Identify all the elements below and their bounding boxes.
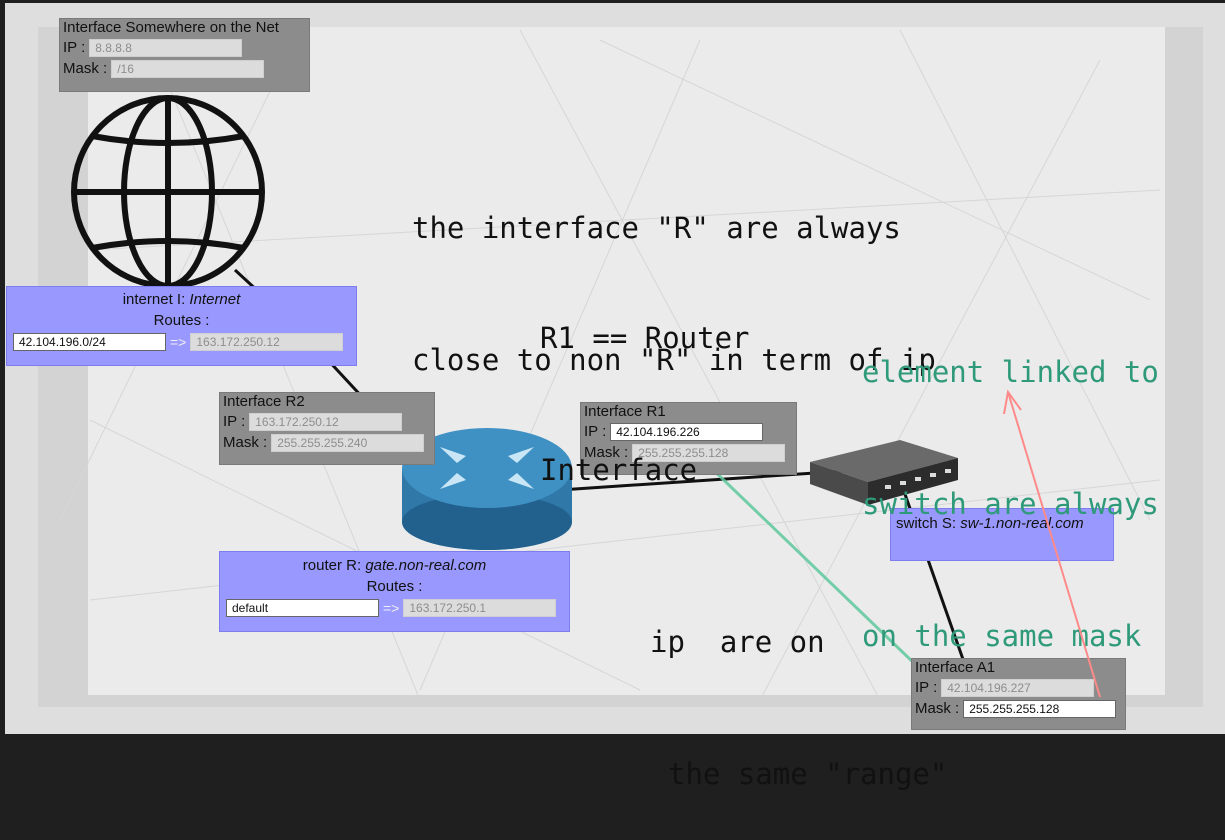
network-links: [71, 95, 967, 667]
r2-interface-box: Interface R2 IP :163.172.250.12 Mask :25…: [219, 392, 435, 465]
router-route-arrow: =>: [383, 600, 400, 616]
red-arrow: [1003, 389, 1101, 698]
switch-mask-note-line1: element linked to: [862, 355, 1159, 389]
r2-interface-title: Interface R2: [223, 393, 305, 410]
internet-node-box: internet I: Internet Routes : 42.104.196…: [6, 286, 357, 366]
r2-mask-label: Mask :: [223, 434, 268, 451]
switch-title-name: sw-1.non-real.com: [960, 515, 1084, 532]
annotation-overlay: [1003, 389, 1101, 698]
router-title-prefix: router R:: [302, 557, 362, 574]
router-routes-label: Routes :: [366, 578, 423, 595]
switch-title-prefix: switch S:: [896, 515, 957, 532]
router-interface-note: R1 == Router Interface: [540, 228, 750, 536]
router-route-destination[interactable]: default: [226, 599, 379, 617]
a1-mask-field[interactable]: 255.255.255.128: [963, 699, 1117, 718]
r2-mask-field[interactable]: 255.255.255.240: [271, 433, 425, 452]
internet-routes-label: Routes :: [153, 312, 210, 329]
interface-ip-note: the interface "R" are always close to no…: [412, 118, 936, 426]
r1-interface-box: Interface R1 IP :42.104.196.226 Mask :25…: [580, 402, 797, 475]
r1-interface-title: Interface R1: [584, 403, 666, 420]
switch-icon: [810, 440, 958, 505]
net-interface-box: Interface Somewhere on the Net IP :8.8.8…: [59, 18, 310, 92]
net-ip-label: IP :: [63, 39, 86, 56]
router-node-box: router R: gate.non-real.com Routes : def…: [219, 551, 570, 632]
net-mask-label: Mask :: [63, 60, 108, 77]
interface-ip-note-line2: close to non "R" in term of ip: [412, 343, 936, 377]
net-interface-title: Interface Somewhere on the Net: [63, 19, 279, 36]
switch-mask-note: element linked to switch are always on t…: [862, 262, 1159, 702]
interface-ip-note-line1: the interface "R" are always: [412, 211, 901, 245]
router-interface-note-line2: Interface: [540, 453, 698, 487]
switch-node-box: switch S: sw-1.non-real.com: [890, 508, 1114, 561]
same-range-note-line2: the same "range": [668, 757, 948, 791]
router-title-name: gate.non-real.com: [365, 557, 487, 574]
router-interface-note-line1: R1 == Router: [540, 321, 750, 355]
switch-mask-note-line2: switch are always: [862, 487, 1159, 521]
net-mask-field[interactable]: /16: [111, 59, 265, 78]
switch-mask-note-line3: on the same mask: [862, 619, 1142, 653]
a1-interface-box: Interface A1 IP :42.104.196.227 Mask :25…: [911, 658, 1126, 730]
a1-mask-label: Mask :: [915, 700, 960, 717]
a1-ip-label: IP :: [915, 679, 938, 696]
r1-mask-field[interactable]: 255.255.255.128: [632, 443, 786, 462]
a1-ip-field[interactable]: 42.104.196.227: [941, 678, 1095, 697]
internet-route-destination[interactable]: 42.104.196.0/24: [13, 333, 166, 351]
same-range-note-line1: ip are on: [650, 625, 825, 659]
r1-ip-field[interactable]: 42.104.196.226: [610, 422, 764, 441]
router-route-gateway[interactable]: 163.172.250.1: [403, 599, 557, 617]
internet-title-prefix: internet I:: [122, 291, 186, 308]
r1-ip-label: IP :: [584, 423, 607, 440]
same-range-green-line: [703, 460, 918, 667]
r1-mask-label: Mask :: [584, 444, 629, 461]
r2-ip-label: IP :: [223, 413, 246, 430]
internet-title-name: Internet: [189, 291, 241, 308]
internet-route-gateway[interactable]: 163.172.250.12: [190, 333, 344, 351]
router-icon: [402, 428, 572, 550]
net-ip-field[interactable]: 8.8.8.8: [89, 38, 243, 57]
internet-route-arrow: =>: [170, 334, 187, 350]
globe-icon: [71, 95, 265, 289]
r2-ip-field[interactable]: 163.172.250.12: [249, 412, 403, 431]
a1-interface-title: Interface A1: [915, 659, 996, 676]
